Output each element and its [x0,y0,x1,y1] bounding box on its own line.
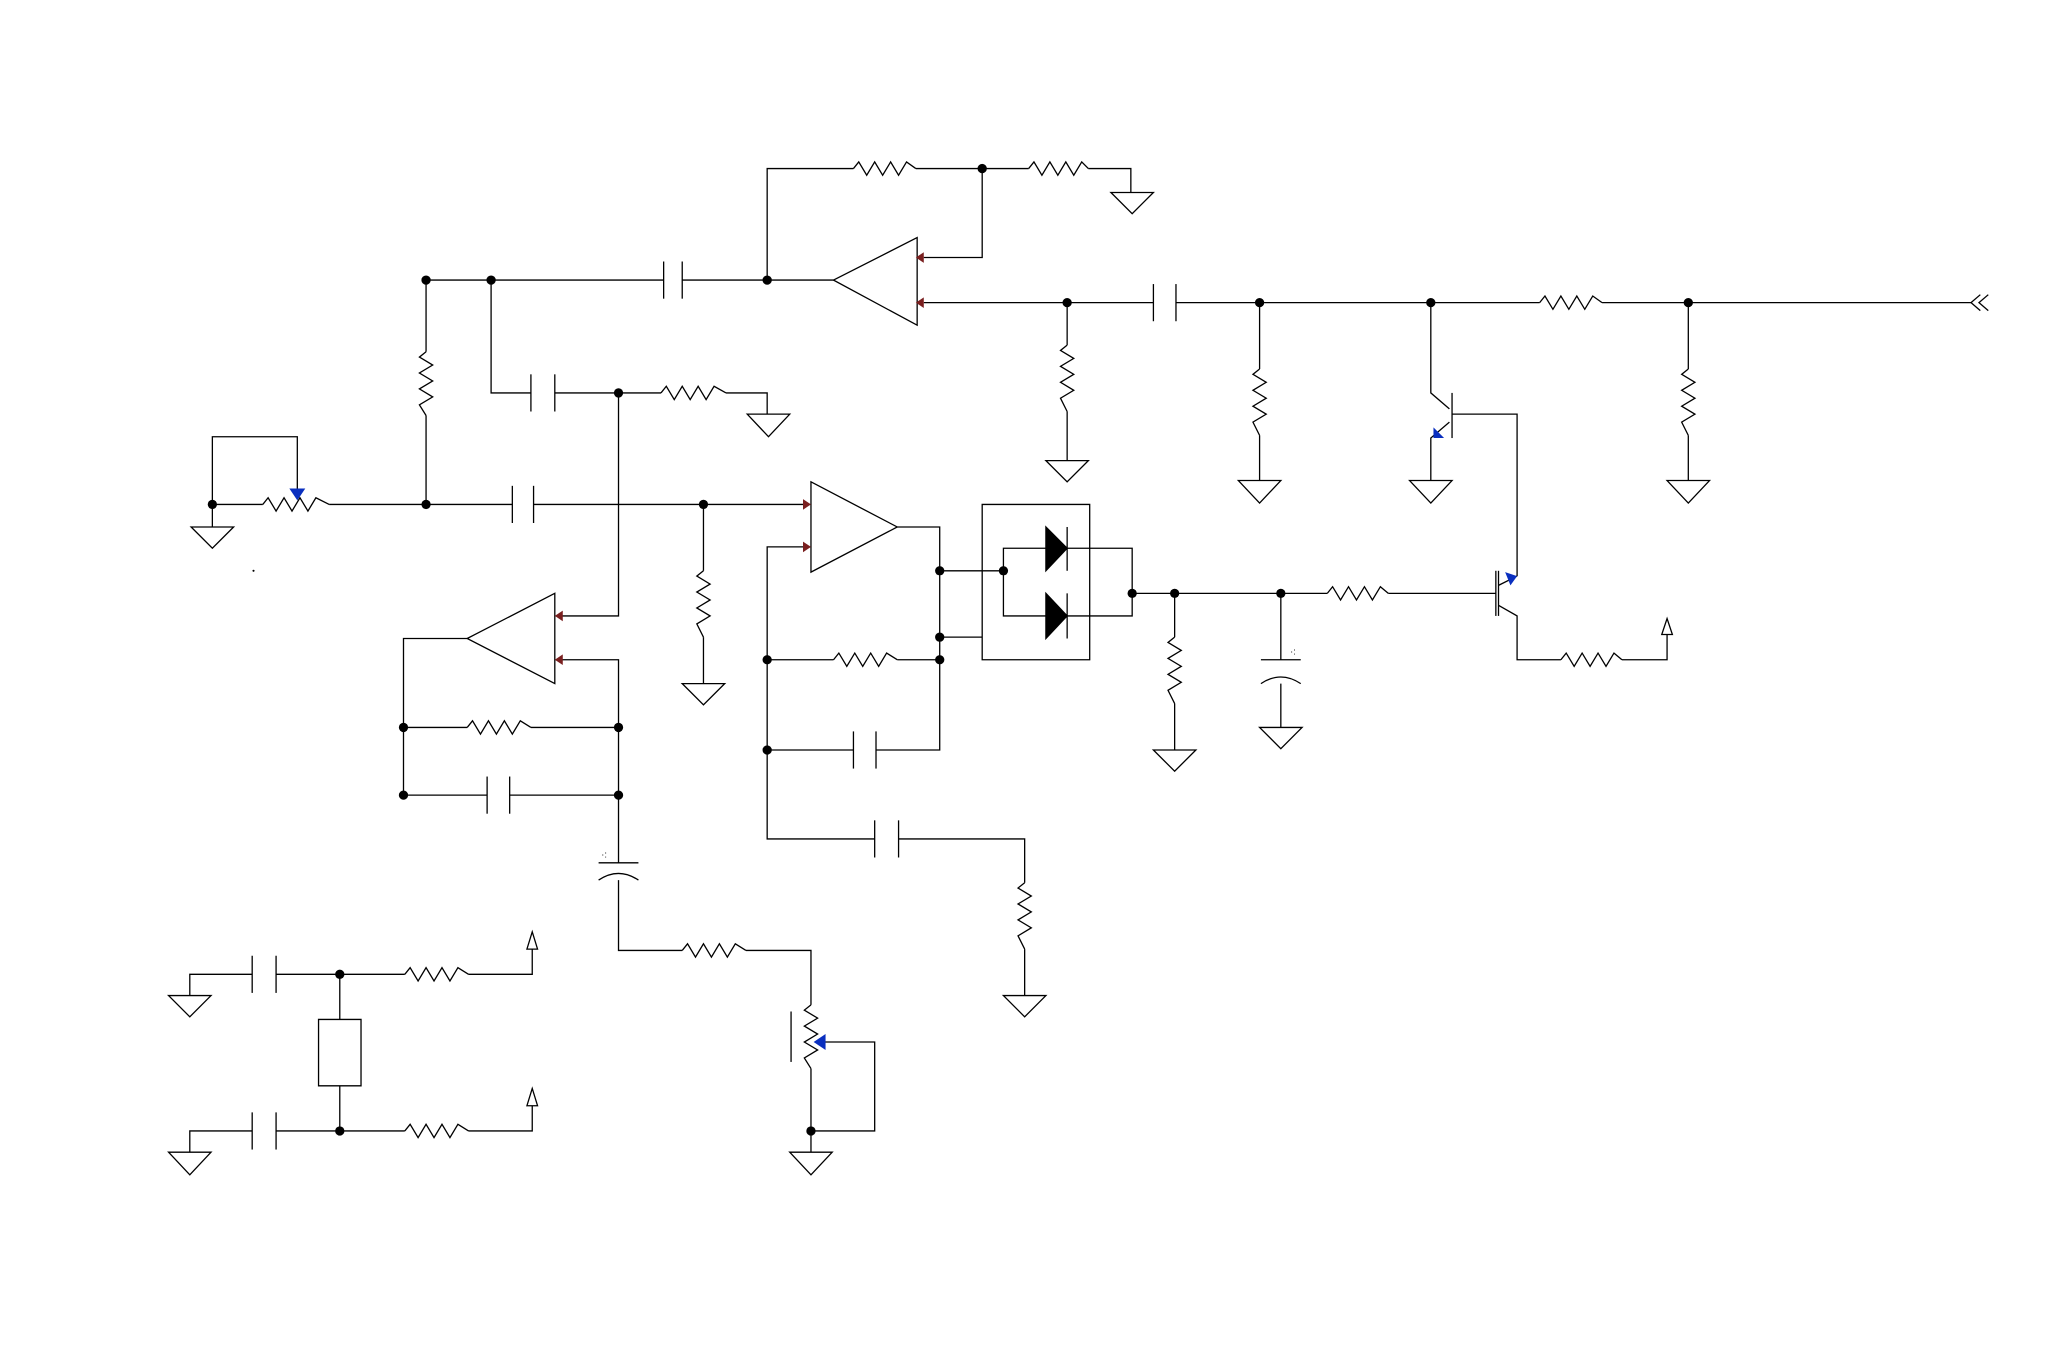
resistor [1018,883,1031,949]
capacitor [512,486,533,523]
capacitor [252,956,276,993]
input-marker-icon [554,610,563,622]
supply-arrow-icon [1662,619,1673,635]
emitter-marker-icon [1505,572,1518,586]
ground-icon [1153,750,1195,771]
opamp-3 [803,482,897,572]
resistor [1029,162,1089,175]
resistor [1561,653,1622,666]
resistor [1540,296,1602,309]
resistor [853,162,915,175]
electrolytic-capacitor: ·: [1261,646,1301,683]
ground-icon [1003,996,1045,1017]
ground-icon [191,527,233,548]
ground-icon [1238,481,1280,504]
output-connector-icon [1971,295,1988,311]
resistor [834,653,898,666]
opamp-1 [834,238,924,326]
input-marker-icon [554,654,563,666]
ground-icon [1410,481,1452,504]
impedance-block [319,1019,361,1085]
electrolytic-capacitor: ·: [599,850,639,881]
svg-text:·:: ·: [1290,646,1296,656]
resistor [419,352,432,416]
ground-icon [747,414,789,437]
ground-icon [1667,481,1709,504]
ground-icon [169,1152,211,1175]
diode [1046,527,1067,571]
resistor [467,721,531,734]
resistor [661,386,726,399]
capacitor [252,1112,276,1149]
ground-symbols [169,192,1710,1174]
transistor-2 [1499,571,1518,616]
ground-icon [1111,192,1153,213]
resistor [1061,345,1074,411]
transistor-1 [1433,393,1452,438]
supply-arrow-icon [527,932,538,949]
capacitors: ·: ·: [252,262,1301,1150]
ground-icon [169,996,211,1017]
ground-icon [790,1152,832,1175]
wires [190,169,1971,1153]
resistor [1253,369,1266,435]
potentiometer-bottom [791,1005,826,1069]
ground-icon [1046,461,1088,482]
ground-icon [1260,727,1302,748]
resistor [405,1124,469,1137]
junction-dots [207,163,1693,1136]
emitter-marker-icon [1433,427,1445,439]
capacitor [853,731,876,768]
resistor [1327,587,1388,600]
svg-text:·:: ·: [601,850,607,860]
resistor [1682,369,1695,435]
input-marker-icon [915,297,924,308]
resistor [682,944,746,957]
capacitor [875,820,899,857]
ground-icon [682,684,724,705]
wiper-arrow-icon [289,488,306,501]
capacitor [487,777,510,814]
opamp-2 [467,593,563,683]
input-marker-icon [803,499,811,510]
capacitor [664,262,683,299]
resistors [405,162,1695,1138]
input-marker-icon [803,541,811,553]
diode [1046,593,1067,638]
capacitor [1153,284,1176,321]
supply-arrow-icon [527,1088,538,1105]
resistor [1168,637,1181,703]
diode-bridge [982,504,1090,659]
potentiometer-left [263,488,329,511]
resistor [697,571,710,637]
resistor [405,968,469,981]
supply-arrows [527,619,1672,1106]
wiper-arrow-icon [813,1034,826,1050]
input-marker-icon [915,252,924,263]
capacitor [531,374,555,411]
